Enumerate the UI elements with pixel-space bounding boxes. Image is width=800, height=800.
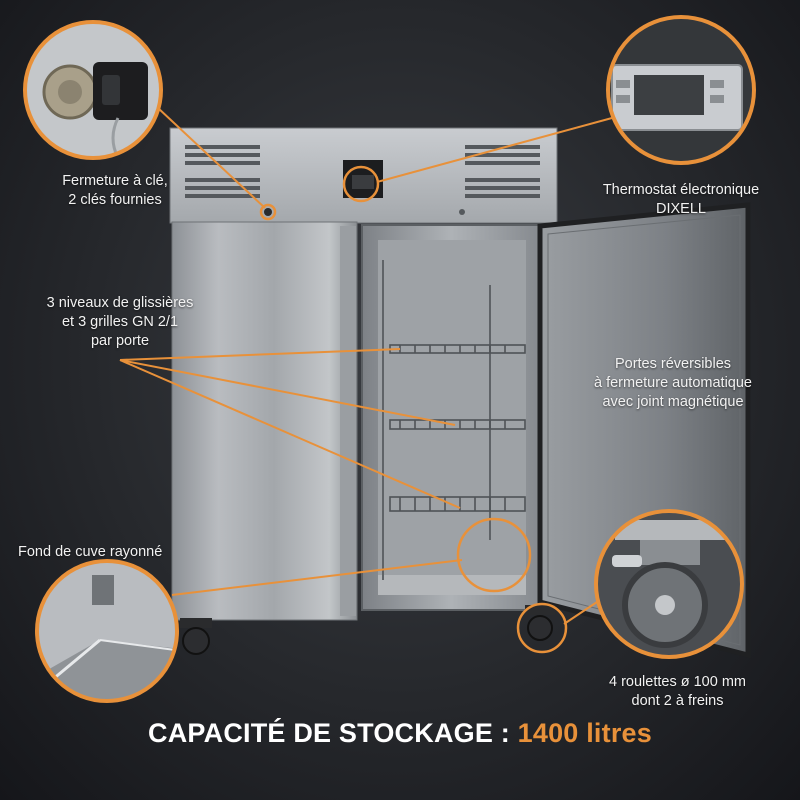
lock-detail-circle [23,20,163,160]
wheel-detail-circle [594,509,744,659]
callout-wheels: 4 roulettes ø 100 mm dont 2 à freins [609,674,746,709]
left-door [171,221,358,621]
keyhole-icon [264,208,272,216]
casters [180,605,555,655]
callout-thermostat: Thermostat électronique DIXELL [602,182,760,217]
capacity-label: CAPACITÉ DE STOCKAGE : [148,718,510,748]
callout-shelves: 3 niveaux de glissières et 3 grilles GN … [46,295,194,349]
thermostat-detail-circle [606,15,756,165]
leader-lines [119,107,613,625]
key-icon [93,62,148,120]
capacity-value: 1400 litres [517,718,652,748]
bottom-detail-circle [35,559,179,703]
cabinet-interior [361,224,541,611]
storage-capacity: CAPACITÉ DE STOCKAGE : 1400 litres [0,718,800,749]
callout-bottom: Fond de cuve rayonné [18,544,163,560]
highlight-rings [259,165,568,654]
callout-lock: Fermeture à clé, 2 clés fournies [62,173,168,208]
callout-doors: Portes réversibles à fermeture automatiq… [594,356,752,410]
cabinet-top [169,127,558,224]
